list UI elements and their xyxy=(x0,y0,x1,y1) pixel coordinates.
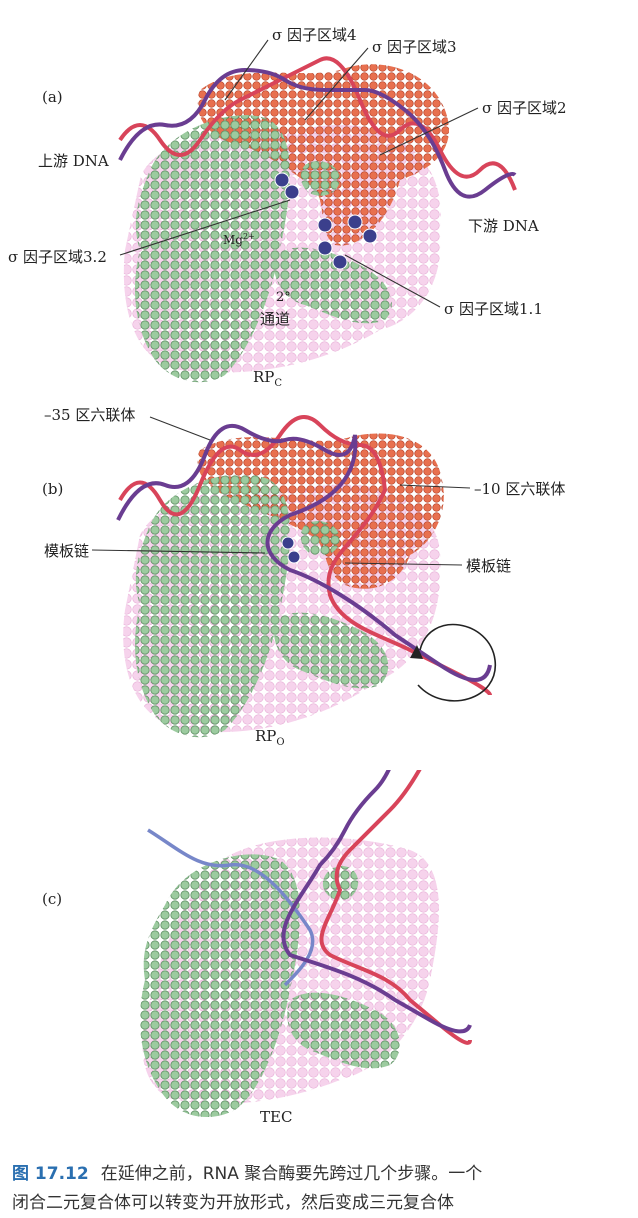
rna-transcript xyxy=(147,828,315,987)
panel-b-open-complex: (b) –35 区六联体 –10 区六联体 模板链 模板链 RPO xyxy=(0,395,638,770)
mg-charge: 2+ xyxy=(242,232,255,241)
rnap-green-left-lobe xyxy=(140,854,300,1118)
panel-c-ternary-complex: (c) TEC xyxy=(0,770,638,1150)
rpc-text: RP xyxy=(253,368,275,386)
dna-strand-red xyxy=(118,415,492,696)
panel-c-illustration xyxy=(140,770,472,1118)
label-upstream-dna: 上游 DNA xyxy=(38,152,109,170)
rnap-green-small-lobe xyxy=(322,865,359,901)
panel-a-tag: (a) xyxy=(42,88,63,106)
label-mg-ion: Mg2+ xyxy=(223,232,255,247)
rnap-green-right-lobe xyxy=(274,247,392,324)
rnap-green-small-lobe xyxy=(300,520,340,556)
label-downstream-dna: 下游 DNA xyxy=(468,217,539,235)
label-sigma-region-3: σ 因子区域3 xyxy=(372,38,457,56)
caption-line-2: 闭合二元复合体可以转变为开放形式，然后变成三元复合体 xyxy=(12,1193,454,1213)
label-secondary-channel: 通道 xyxy=(260,310,291,328)
rnap-green-small-lobe xyxy=(300,160,340,196)
label-minus10-hexamer: –10 区六联体 xyxy=(474,480,566,498)
rnap-green-left-lobe xyxy=(135,474,290,738)
panel-a-leader-lines xyxy=(119,39,479,308)
panel-c-tag: (c) xyxy=(42,890,63,908)
label-template-strand-left: 模板链 xyxy=(44,542,90,560)
sigma-factor-surface xyxy=(197,64,449,246)
dna-strand-purple xyxy=(116,423,492,682)
rpo-text: RP xyxy=(255,727,277,745)
label-sigma-region-2: σ 因子区域2 xyxy=(482,99,567,117)
panel-b-tag: (b) xyxy=(42,480,64,498)
dna-strand-purple xyxy=(281,770,472,1034)
dna-strand-red xyxy=(319,770,472,1045)
caption-line-1: 图 17.12 在延伸之前，RNA 聚合酶要先跨过几个步骤。一个 xyxy=(12,1160,628,1189)
label-rpo: RPO xyxy=(255,727,285,748)
ions-left xyxy=(274,172,300,200)
figure-number: 图 17.12 xyxy=(12,1164,89,1184)
figure-caption: 图 17.12 在延伸之前，RNA 聚合酶要先跨过几个步骤。一个 闭合二元复合体可… xyxy=(12,1160,628,1218)
label-sigma-region-1-1: σ 因子区域1.1 xyxy=(444,300,543,318)
label-sigma-region-4: σ 因子区域4 xyxy=(272,26,357,44)
panel-a-closed-complex: (a) σ 因子区域4 σ 因子区域3 σ 因子区域2 上游 DNA 下游 DN… xyxy=(0,0,638,395)
panel-b-illustration xyxy=(91,415,496,738)
rpo-sub: O xyxy=(276,737,285,748)
label-template-strand-right: 模板链 xyxy=(466,557,512,575)
label-sigma-region-3-2: σ 因子区域3.2 xyxy=(8,248,107,266)
mg-text: Mg xyxy=(223,233,243,247)
rnap-green-right-lobe xyxy=(273,612,389,689)
rotation-arrow xyxy=(417,623,496,702)
caption-text-1: 在延伸之前，RNA 聚合酶要先跨过几个步骤。一个 xyxy=(100,1164,483,1184)
ions-right xyxy=(317,214,378,270)
rnap-green-left-lobe xyxy=(135,115,290,383)
panel-a-illustration xyxy=(118,39,517,383)
panel-b-leader-lines xyxy=(91,416,471,566)
dna-strand-purple xyxy=(118,67,517,199)
ions xyxy=(281,536,301,564)
rotation-arrow-head xyxy=(410,645,423,659)
label-tec: TEC xyxy=(260,1108,293,1126)
label-rpc: RPC xyxy=(253,368,282,389)
rnap-green-right-lobe xyxy=(287,992,400,1069)
label-minus35-hexamer: –35 区六联体 xyxy=(44,406,136,424)
rpc-sub: C xyxy=(274,378,283,389)
label-secondary-degree: 2° xyxy=(276,290,291,305)
dna-strand-red xyxy=(118,56,517,191)
